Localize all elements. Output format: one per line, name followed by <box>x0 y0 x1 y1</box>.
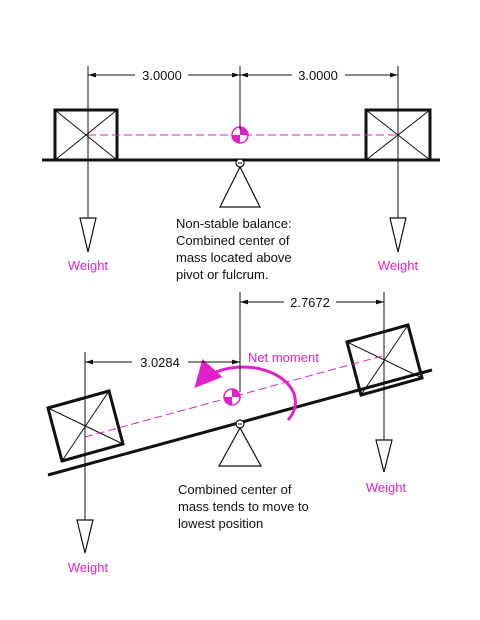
bottom-note-line: mass tends to move to <box>178 499 309 514</box>
top-note-line: Non-stable balance: <box>176 216 292 231</box>
top-center-of-mass-icon <box>231 126 249 144</box>
bottom-note-line: Combined center of <box>178 482 292 497</box>
bottom-note-line: lowest position <box>178 516 263 531</box>
top-weight-label-left: Weight <box>68 258 109 273</box>
bottom-weight-label-right: Weight <box>366 480 407 495</box>
top-weight-label-right: Weight <box>378 258 419 273</box>
top-note: Non-stable balance: Combined center of m… <box>176 216 292 282</box>
top-scene: 3.0000 3.0000 Weight Weight Non-stable b… <box>42 66 440 282</box>
bottom-note: Combined center of mass tends to move to… <box>178 482 309 531</box>
bottom-dimension-right: 2.7672 <box>290 295 330 310</box>
bottom-dimension-left: 3.0284 <box>140 355 180 370</box>
top-note-line: Combined center of <box>176 233 290 248</box>
top-note-line: pivot or fulcrum. <box>176 267 268 282</box>
top-note-line: mass located above <box>176 250 292 265</box>
bottom-right-weight-arrow <box>375 439 393 473</box>
bottom-pivot <box>217 419 263 467</box>
bottom-weight-label-left: Weight <box>68 560 109 575</box>
top-dimension-left: 3.0000 <box>142 68 182 83</box>
bottom-left-weight-arrow <box>76 519 94 554</box>
bottom-center-line <box>84 354 387 438</box>
top-right-weight-arrow <box>389 217 407 253</box>
top-dimension-right: 3.0000 <box>298 68 338 83</box>
net-moment-arrow <box>194 358 297 422</box>
top-pivot <box>219 158 261 208</box>
bottom-scene: Net moment 2.7672 3.0284 Weight Weight C… <box>46 292 433 575</box>
bottom-center-of-mass-icon <box>223 388 241 406</box>
net-moment-label: Net moment <box>248 350 319 365</box>
top-left-weight-arrow <box>79 217 97 253</box>
